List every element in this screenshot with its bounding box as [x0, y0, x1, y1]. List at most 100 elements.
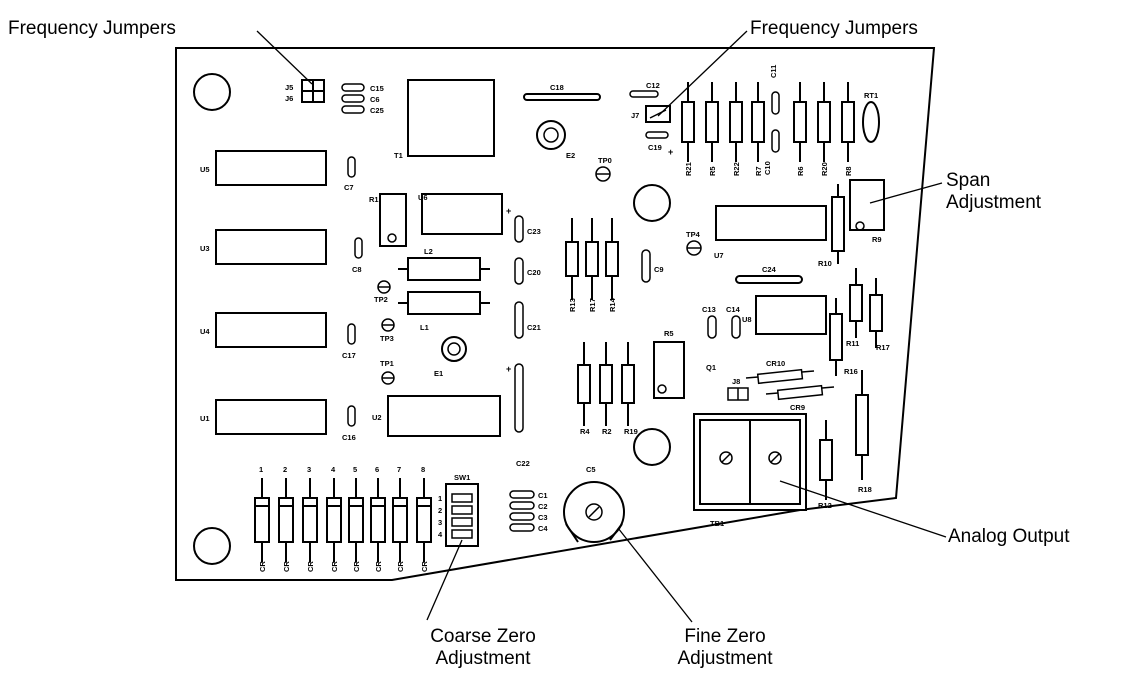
leader-lines	[256, 30, 947, 623]
label-q1: Q1	[706, 363, 716, 372]
resistor-label: R13	[568, 298, 577, 312]
terminal-block-tb1: TB1	[693, 413, 807, 528]
diode-number: 1	[259, 465, 263, 474]
diode-label: CR	[420, 561, 429, 572]
mounting-hole-center	[633, 184, 671, 222]
resistor-label: R7	[754, 166, 763, 176]
ic-u4: U4	[200, 312, 327, 348]
ic-u5: U5	[200, 150, 327, 186]
dip-switch-sw1: SW1 1 2 3 4	[438, 473, 479, 547]
resistor: R7	[751, 82, 765, 176]
leader-span	[869, 182, 943, 204]
callout-frequency-jumpers-right: Frequency Jumpers	[750, 18, 918, 39]
leader-analog	[779, 480, 947, 538]
diode: 6CR	[370, 465, 386, 572]
label-c16: C16	[342, 433, 356, 442]
label-e1: E1	[434, 369, 443, 378]
diode-label: CR	[306, 561, 315, 572]
diode-number: 3	[307, 465, 311, 474]
resistor-label: R14	[608, 297, 617, 312]
label-u7: U7	[714, 251, 724, 260]
resistor: R19	[621, 342, 638, 436]
resistor: R13	[565, 218, 579, 312]
caps-c11-c10: C11 C10	[763, 65, 780, 175]
label-c15: C15	[370, 84, 384, 93]
label-c4: C4	[538, 524, 548, 533]
resistor-label: R19	[624, 427, 638, 436]
label-c19: C19	[648, 143, 662, 152]
caps-c15-c6-c25: C15 C6 C25	[341, 83, 384, 115]
label-r9: R9	[872, 235, 882, 244]
fine-line-1: Fine Zero	[684, 626, 766, 647]
thermistor-rt1: RT1	[862, 91, 880, 143]
mounting-hole-top-left	[193, 73, 231, 111]
test-point-tp0: TP0	[595, 156, 612, 182]
label-c20: C20	[527, 268, 541, 277]
label-cr10: CR10	[766, 359, 785, 368]
label-c9: C9	[654, 265, 664, 274]
label-tp0: TP0	[598, 156, 612, 165]
resistor: R8	[841, 82, 855, 176]
resistor-label: R18	[858, 485, 872, 494]
diode-number: 8	[421, 465, 425, 474]
label-sw-3: 3	[438, 518, 442, 527]
coarse-line-1: Coarse Zero	[430, 626, 536, 647]
electrolytic-e2: E2	[536, 120, 575, 160]
label-c25: C25	[370, 106, 384, 115]
label-j6: J6	[285, 94, 293, 103]
mounting-hole-bottom-left	[193, 527, 231, 565]
leader-coarse	[426, 539, 463, 621]
callout-analog-output: Analog Output	[948, 526, 1070, 547]
callout-fine-zero-adjustment: Fine Zero Adjustment	[670, 626, 780, 670]
diode-label: CR	[330, 561, 339, 572]
label-c3: C3	[538, 513, 548, 522]
resistor-label: R2	[602, 427, 612, 436]
diode-number: 7	[397, 465, 401, 474]
label-u2: U2	[372, 413, 382, 422]
label-r5-pot: R5	[664, 329, 674, 338]
label-sw-1: 1	[438, 494, 442, 503]
plus-u6: +	[506, 206, 511, 216]
resistor: R17	[585, 218, 599, 312]
diode: 4CR	[326, 465, 342, 572]
label-c1: C1	[538, 491, 548, 500]
label-cr9: CR9	[790, 403, 805, 412]
label-c18: C18	[550, 83, 564, 92]
label-c17: C17	[342, 351, 356, 360]
diode-label: CR	[282, 561, 291, 572]
resistor-label: R22	[732, 162, 741, 176]
label-l2: L2	[424, 247, 433, 256]
span-line-2: Adjustment	[946, 192, 1042, 213]
label-u4: U4	[200, 327, 210, 336]
resistor-label: R4	[580, 427, 590, 436]
label-tp1: TP1	[380, 359, 394, 368]
resistor-label: R12	[818, 501, 832, 510]
potentiometer-c5-fine-zero: C5	[563, 465, 625, 543]
ic-u6: U6 +	[418, 193, 511, 235]
resistor: R20	[817, 82, 831, 176]
label-c12: C12	[646, 81, 660, 90]
label-c8: C8	[352, 265, 362, 274]
diode-number: 4	[331, 465, 336, 474]
diode: 3CR	[302, 465, 318, 572]
label-c10: C10	[763, 161, 772, 175]
jumper-block-j5-j6: J5 J6	[285, 79, 325, 103]
ic-u3: U3	[200, 229, 327, 265]
resistor: R21	[681, 82, 695, 176]
label-r1: R1	[369, 195, 379, 204]
q1-cr-area: Q1 CR10 CR9 J8	[706, 359, 835, 412]
cap-c24: C24	[735, 265, 803, 284]
label-tp4: TP4	[686, 230, 701, 239]
label-sw-4: 4	[438, 530, 443, 539]
label-c7: C7	[344, 183, 354, 192]
caps-middle-column: C23 C20 C21 +	[506, 215, 541, 433]
plus-c19: +	[668, 147, 673, 157]
electrolytic-e1: E1	[434, 336, 467, 378]
caps-c1-c4: C22 C1 C2 C3 C4	[509, 459, 548, 533]
diode: 8CR	[416, 465, 432, 572]
resistor: R22	[729, 82, 743, 176]
resistor: R18	[855, 370, 872, 494]
mounting-hole-lower	[633, 428, 671, 466]
